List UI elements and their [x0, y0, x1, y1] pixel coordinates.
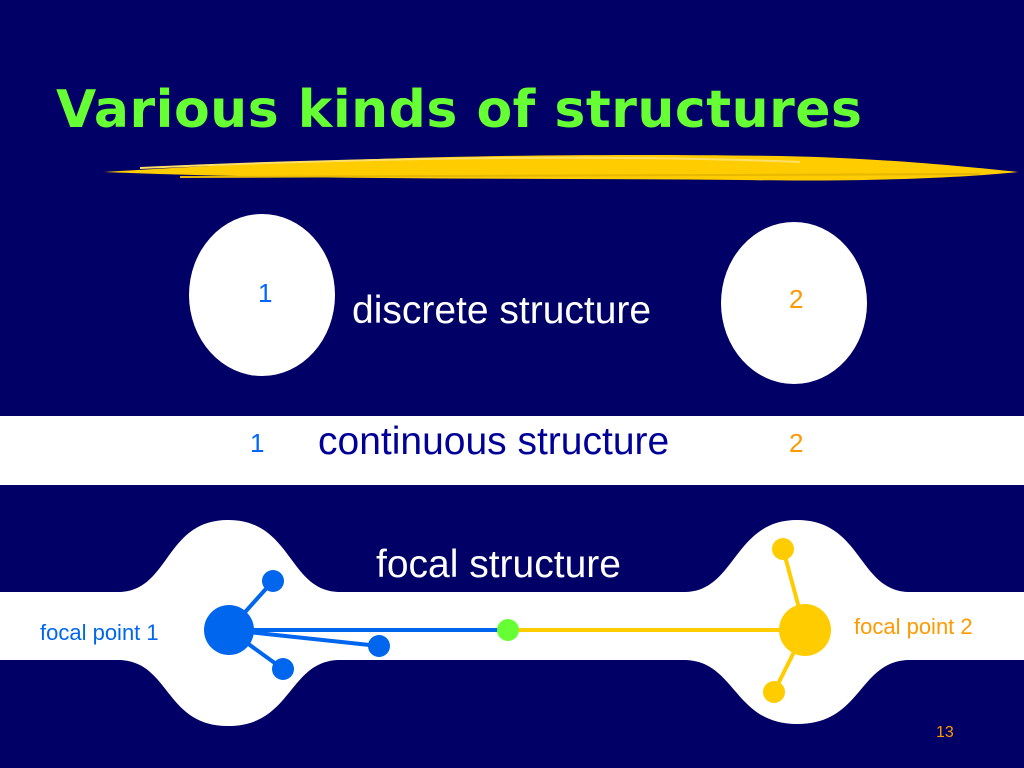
branch-node: [262, 570, 284, 592]
focal-point-2-label: focal point 2: [854, 614, 973, 639]
page-number: 13: [936, 724, 954, 741]
continuous-structure-label: continuous structure: [318, 420, 670, 463]
focal-network-1: [204, 570, 508, 680]
focal-network-2: [508, 538, 831, 703]
continuous-band: [0, 416, 1024, 485]
continuous-end-1-label: 1: [250, 428, 265, 458]
branch-node: [763, 681, 785, 703]
discrete-structure-label: discrete structure: [352, 289, 652, 332]
focal-point-1-node: [204, 605, 254, 655]
focal-structure-label: focal structure: [376, 543, 621, 586]
slide-title: Various kinds of structures: [56, 80, 863, 140]
discrete-node-1-label: 1: [258, 278, 273, 308]
continuous-end-2-label: 2: [789, 428, 804, 458]
discrete-oval-1: [189, 214, 335, 376]
branch-node: [772, 538, 794, 560]
focal-point-2-node: [779, 604, 831, 656]
branch-node: [272, 658, 294, 680]
discrete-node-2-label: 2: [789, 284, 804, 314]
focal-point-1-label: focal point 1: [40, 620, 159, 645]
discrete-oval-2: [721, 222, 867, 384]
branch-node: [368, 635, 390, 657]
junction-node: [497, 619, 519, 641]
brush-stroke-underline: [104, 154, 1018, 181]
